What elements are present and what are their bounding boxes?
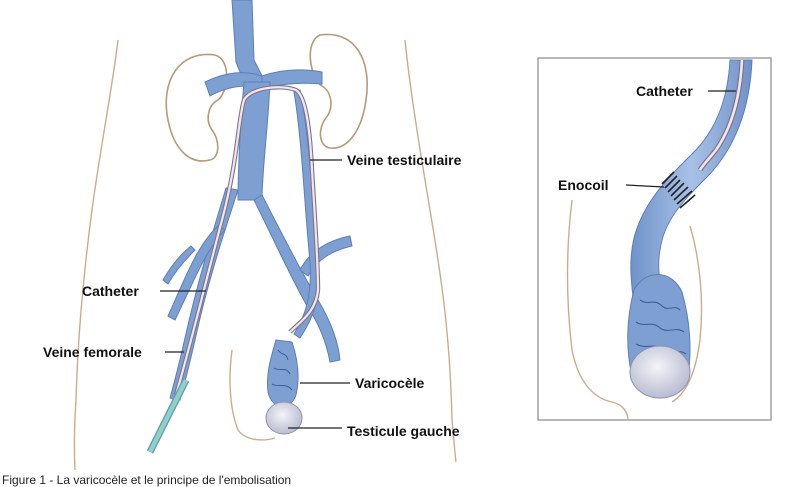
inset-leader-lines <box>625 90 736 188</box>
left-testicle <box>265 401 303 435</box>
left-kidney <box>309 33 368 149</box>
label-inset-catheter: Catheter <box>636 83 693 99</box>
label-enocoil: Enocoil <box>558 177 609 193</box>
label-testicule-gauche: Testicule gauche <box>347 423 460 439</box>
enocoil-coil <box>661 171 696 209</box>
label-veine-testiculaire: Veine testiculaire <box>347 152 462 168</box>
figure-caption: Figure 1 - La varicocèle et le principe … <box>2 473 291 487</box>
vein-network <box>162 0 353 401</box>
label-veine-femorale: Veine femorale <box>43 344 142 360</box>
varicocele-cluster <box>267 339 299 408</box>
right-kidney <box>165 53 228 162</box>
label-catheter: Catheter <box>82 283 139 299</box>
inset-testicle <box>629 345 691 399</box>
inset-panel: Catheter Enocoil <box>537 57 772 421</box>
body-outline <box>73 39 457 471</box>
leader-lines <box>160 159 350 429</box>
main-illustration: Veine testiculaire Catheter Veine femora… <box>43 0 462 471</box>
label-varicocele: Varicocèle <box>355 375 424 391</box>
